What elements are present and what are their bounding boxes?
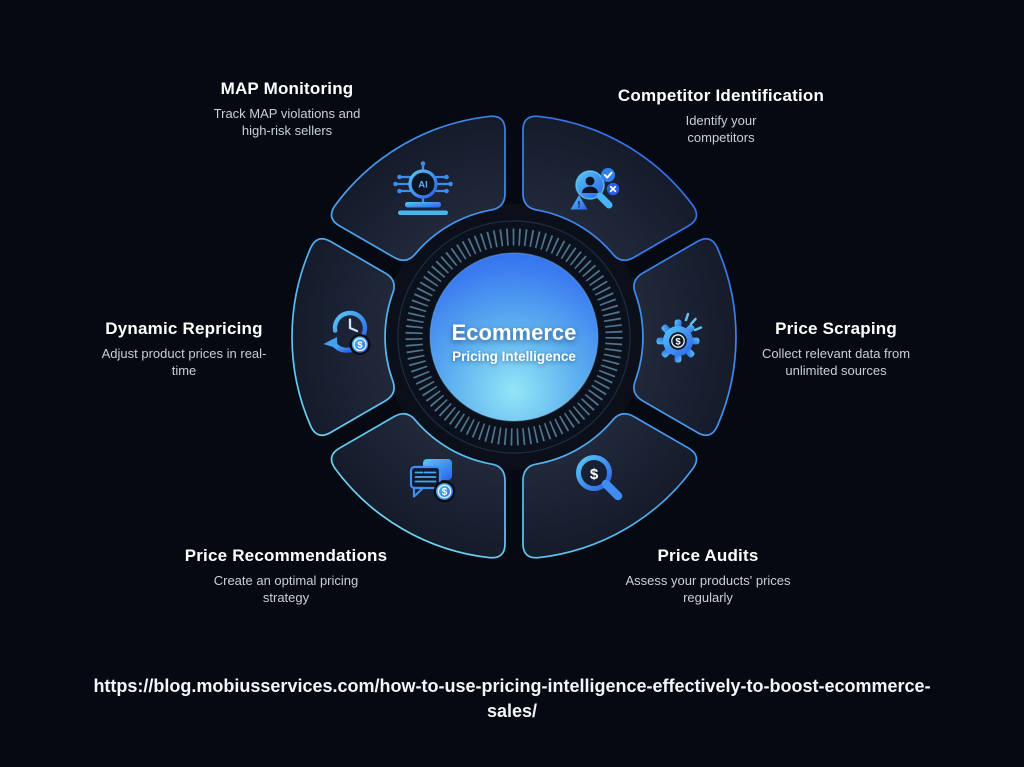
center-subtitle: Pricing Intelligence bbox=[452, 349, 576, 364]
segment-title: Price Audits bbox=[657, 546, 759, 565]
segment-label-competitor-identification: Competitor Identification Identify your … bbox=[571, 86, 871, 147]
segment-label-dynamic-repricing: Dynamic Repricing Adjust product prices … bbox=[44, 319, 324, 380]
segment-title: Dynamic Repricing bbox=[105, 319, 263, 338]
center-title: Ecommerce bbox=[451, 320, 577, 345]
tick-ring bbox=[397, 220, 631, 454]
segment-description: Track MAP violations and high-risk selle… bbox=[213, 106, 361, 138]
ai-network-monitor-icon: AI bbox=[393, 161, 453, 215]
chat-document-dollar-icon: $ bbox=[409, 459, 456, 503]
center-circle bbox=[429, 252, 599, 422]
segment-title: Competitor Identification bbox=[617, 86, 825, 105]
segment-shape-dynamic-repricing bbox=[291, 237, 395, 437]
svg-text:$: $ bbox=[442, 487, 448, 498]
segment-title: Price Recommendations bbox=[184, 546, 388, 565]
clock-refresh-dollar-icon: $ bbox=[323, 310, 371, 356]
segment-label-price-scraping: Price Scraping Collect relevant data fro… bbox=[686, 319, 986, 380]
svg-text:$: $ bbox=[590, 466, 599, 483]
gear-dollar-icon: $ bbox=[656, 312, 703, 363]
segment-label-price-audits: Price Audits Assess your products' price… bbox=[558, 546, 858, 607]
segment-title: Price Scraping bbox=[775, 319, 897, 338]
segment-description: Adjust product prices in real-time bbox=[101, 346, 267, 378]
segment-description: Identify your competitors bbox=[685, 113, 757, 145]
svg-text:!: ! bbox=[578, 199, 581, 209]
segment-title: MAP Monitoring bbox=[220, 79, 354, 98]
svg-text:AI: AI bbox=[418, 180, 428, 191]
segment-label-price-recommendations: Price Recommendations Create an optimal … bbox=[136, 546, 436, 607]
segment-description: Collect relevant data from unlimited sou… bbox=[761, 346, 911, 378]
source-url[interactable]: https://blog.mobiusservices.com/how-to-u… bbox=[93, 676, 931, 721]
svg-text:$: $ bbox=[675, 337, 681, 348]
segment-label-map-monitoring: MAP Monitoring Track MAP violations and … bbox=[147, 79, 427, 140]
segment-description: Assess your products' prices regularly bbox=[625, 573, 791, 605]
magnifier-dollar-icon: $ bbox=[576, 455, 623, 501]
svg-text:$: $ bbox=[357, 340, 363, 351]
competitor-search-icon: ! bbox=[570, 168, 620, 210]
segment-description: Create an optimal pricing strategy bbox=[213, 573, 359, 605]
